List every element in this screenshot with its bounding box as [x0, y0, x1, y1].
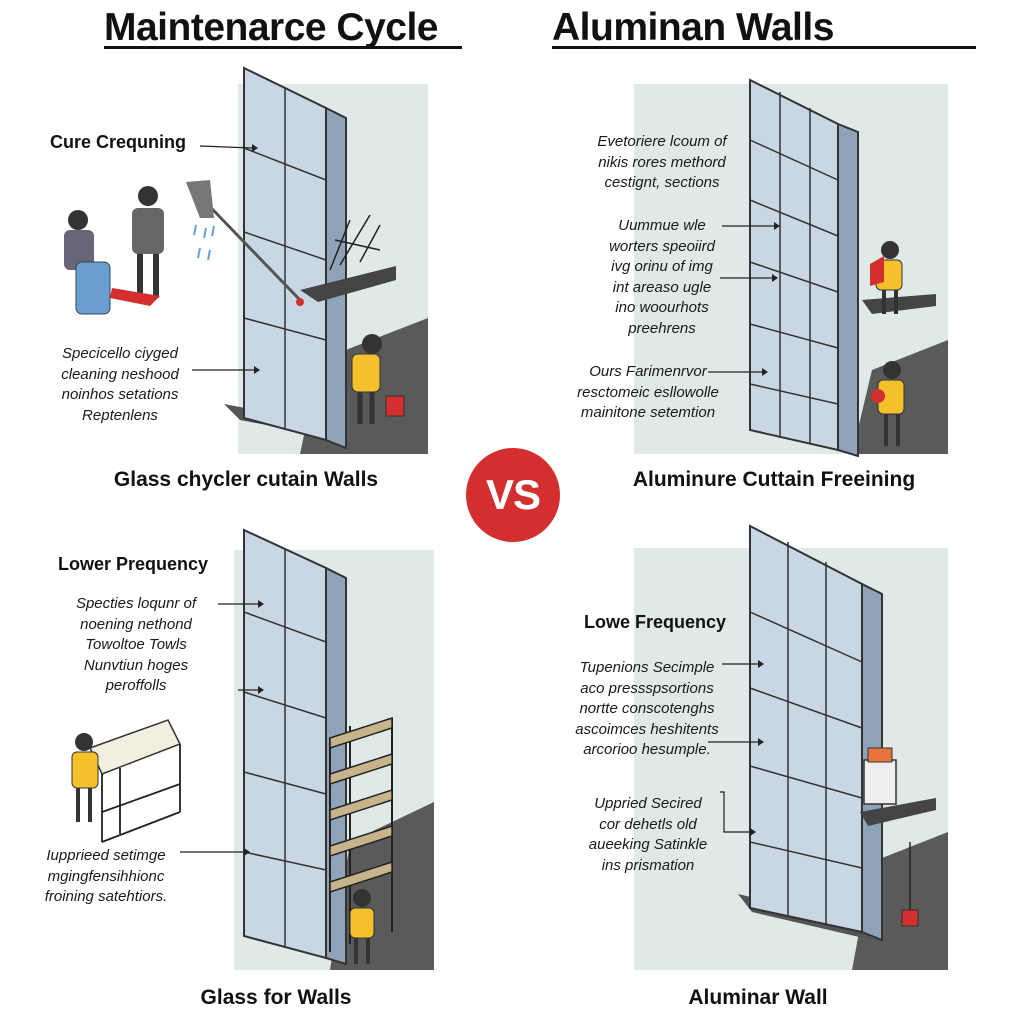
- panel-heading: Cure Crequning: [50, 132, 187, 152]
- label-line: ins prismation: [601, 856, 695, 874]
- gondola-platform: [300, 266, 396, 302]
- water-spray: [193, 224, 215, 261]
- label-line: Towoltoe Towls: [85, 636, 187, 653]
- arrow-1: [199, 145, 253, 149]
- red-bucket-icon: [901, 909, 919, 927]
- label-line: Nunvtiun hoges: [83, 656, 189, 674]
- glass-wall-side: [325, 106, 347, 450]
- label-line: Ours Farimenrvor: [589, 363, 707, 380]
- mop-icon: [110, 288, 160, 306]
- label-line: aueeking Satinkle: [588, 836, 708, 853]
- label-line: aco pressspsortions: [580, 679, 714, 697]
- panel-top-left: Cure Crequning Specicello ciyged cleanin…: [0, 0, 512, 512]
- label-line: Tupenions Secimple: [579, 659, 715, 676]
- glass-wall-side: [837, 122, 859, 458]
- label-block-1: Specties loqunr of noening nethond Towol…: [56, 594, 216, 697]
- glass-wall-scaffold-illustration: [71, 528, 434, 970]
- aluminum-wall-illustration: [634, 78, 948, 458]
- label-line: cleaning neshood: [61, 365, 179, 383]
- title-left-underline: [104, 46, 462, 49]
- panel-caption: Glass for Walls: [200, 986, 352, 1009]
- panel-caption: Aluminure Cuttain Freeining: [632, 468, 916, 491]
- title-left: Maintenarce Cycle: [104, 6, 439, 49]
- label-block-3: Ours Farimenrvor resctomeic esllowolle m…: [548, 362, 748, 424]
- panel-heading: Lowe Frequency: [584, 612, 727, 632]
- label-line: Evetoriere lcoum of: [597, 133, 727, 150]
- label-line: Reptenlens: [82, 406, 158, 424]
- label-line: worters speoiird: [609, 237, 715, 255]
- label-line: resctomeic esllowolle: [577, 383, 719, 401]
- panel-bottom-left: Lower Prequency Specties loqunr of noeni…: [0, 512, 512, 1024]
- label-block: Specicello ciyged cleaning neshood noinh…: [40, 344, 200, 426]
- label-line: Specties loqunr of: [75, 595, 197, 612]
- vs-badge: VS: [466, 448, 560, 542]
- label-block-1: Tupenions Secimple aco pressspsortions n…: [540, 658, 754, 761]
- label-line: noinhos setations: [61, 386, 179, 403]
- lift-platform: [862, 294, 936, 314]
- label-line: int areaso ugle: [612, 278, 712, 296]
- label-block-2: Iupprieed setimge mgingfensihhionc froin…: [16, 846, 196, 908]
- worker-shirt: [349, 907, 375, 939]
- label-line: froining satehtiors.: [44, 888, 168, 905]
- panel-caption: Aluminar Wall: [688, 986, 828, 1009]
- label-line: Specicello ciyged: [62, 345, 178, 362]
- panel-top-right: Evetoriere lcoum of nikis rores methord …: [512, 0, 1024, 512]
- worker-shirt: [351, 353, 381, 393]
- label-line: Iupprieed setimge: [46, 847, 166, 864]
- label-line: Uummue wle: [618, 217, 706, 234]
- lift-machine-icon: [863, 759, 897, 805]
- label-line: peroffolls: [105, 677, 167, 694]
- label-line: ascoimces heshitents: [575, 720, 719, 738]
- title-right-underline: [552, 46, 976, 49]
- label-line: cestignt, sections: [604, 174, 720, 191]
- panel-heading: Lower Prequency: [58, 554, 209, 574]
- bucket-icon: [75, 261, 111, 315]
- label-line: arcorioo hesumple.: [583, 741, 711, 758]
- glass-wall-cleaning-illustration: [64, 66, 428, 454]
- red-bucket-icon: [385, 395, 405, 417]
- label-block-1: Evetoriere lcoum of nikis rores methord …: [572, 132, 752, 194]
- lift-platform: [860, 798, 936, 826]
- label-line: preehrens: [628, 319, 696, 337]
- label-block-2: Uppried Secired cor dehetls old aueeking…: [558, 794, 738, 876]
- panel-bottom-right: Lowe Frequency Tupenions Secimple aco pr…: [512, 512, 1024, 1024]
- red-tool-icon: [870, 256, 884, 286]
- label-line: noening nethond: [80, 615, 192, 633]
- label-line: mainitone setemtion: [580, 404, 716, 421]
- label-line: cor dehetls old: [599, 815, 697, 833]
- arrow-3: [720, 791, 750, 833]
- aluminum-wall-lift-illustration: [634, 524, 948, 970]
- worker-head: [68, 210, 88, 230]
- glass-wall-front: [749, 524, 863, 934]
- title-right: Aluminan Walls: [552, 6, 834, 49]
- label-line: Uppried Secired: [594, 795, 702, 812]
- panel-caption: Glass chycler cutain Walls: [113, 468, 379, 491]
- label-line: nikis rores methord: [598, 153, 726, 171]
- label-line: ivg orinu of img: [611, 258, 713, 275]
- label-line: ino woourhots: [615, 299, 709, 316]
- label-line: nortte conscotenghs: [579, 700, 715, 717]
- label-block-2: Uummue wle worters speoiird ivg orinu of…: [572, 216, 752, 339]
- scaffold-table: [88, 719, 182, 775]
- worker-body: [64, 230, 94, 270]
- label-line: mgingfensihhionc: [47, 867, 165, 885]
- cleaning-head: [186, 180, 214, 218]
